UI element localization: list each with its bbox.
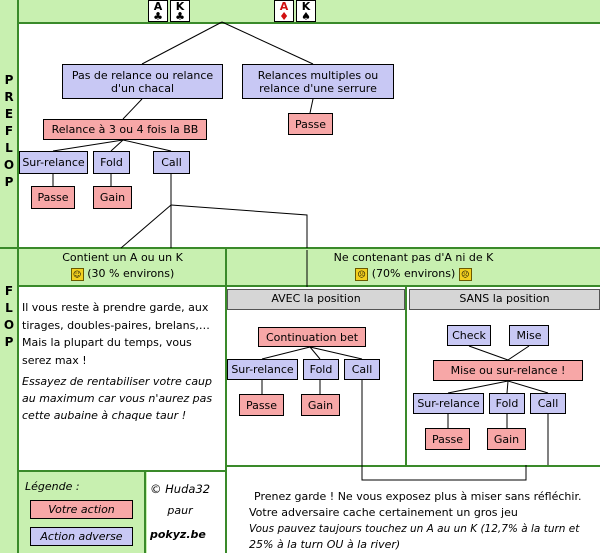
- worried-smiley-icon: ☹: [458, 267, 472, 281]
- warning-line-4: 25% à la turn OU à la river): [249, 538, 401, 551]
- card-rank: K: [301, 0, 311, 13]
- card-suit: ♣: [153, 10, 163, 23]
- position-split: [405, 287, 407, 467]
- card-king-clubs: K ♣: [170, 0, 190, 22]
- card-rank: K: [175, 0, 185, 13]
- contains-pct: (30 % environs): [87, 267, 175, 280]
- node-multiple-raises: Relances multiples ou relance d'une serr…: [242, 64, 394, 99]
- card-suit: ♣: [175, 10, 185, 23]
- node-raise-3-4-bb: Relance à 3 ou 4 fois la BB: [43, 119, 207, 140]
- section-letter: L: [5, 141, 13, 155]
- contains-title: Contient un A ou un K: [62, 251, 183, 264]
- contains-pct-row: ☺ (30 % environs): [19, 266, 226, 282]
- card-king-spades: K ♠: [296, 0, 316, 22]
- node-flop-gain: Gain: [301, 394, 340, 416]
- node-flop2-reraise: Sur-relance: [413, 393, 484, 414]
- section-letter: P: [4, 335, 14, 349]
- node-fold: Fold: [93, 151, 130, 174]
- bottom-divider: [227, 465, 600, 467]
- card-suit: ♦: [279, 10, 289, 23]
- node-pass-right: Passe: [288, 113, 333, 135]
- node-reraise: Sur-relance: [19, 151, 88, 174]
- section-letter: O: [3, 158, 15, 172]
- not-pct: (70% environs): [371, 267, 456, 280]
- credit-site: pokyz.be: [150, 528, 206, 541]
- node-flop2-pass: Passe: [425, 428, 470, 450]
- flop-header-right: [227, 249, 600, 285]
- node-flop-reraise: Sur-relance: [227, 359, 298, 380]
- without-position-header: SANS la position: [409, 289, 600, 310]
- credit-author: © Huda32: [150, 482, 211, 496]
- section-border: [17, 0, 19, 553]
- section-letter: E: [4, 107, 14, 121]
- node-flop2-gain: Gain: [487, 428, 526, 450]
- worried-smiley-icon: ☹: [355, 267, 369, 281]
- node-gain: Gain: [93, 186, 132, 209]
- contains-tip: Essayez de rentabiliser votre caup au ma…: [22, 375, 213, 422]
- section-letter: F: [4, 284, 14, 298]
- node-bet: Mise: [509, 325, 549, 346]
- node-flop2-call: Call: [530, 393, 566, 414]
- smiley-icon: ☺: [70, 267, 84, 281]
- flop-header-border: [19, 285, 600, 287]
- warning-line-3: Vous pauvez taujours touchez un A au un …: [249, 523, 580, 535]
- node-flop-pass: Passe: [239, 394, 284, 416]
- flop-header-left: [19, 249, 226, 285]
- legend-opponent-action: Action adverse: [30, 527, 133, 546]
- not-title: Ne contenant pas d'A ni de K: [333, 251, 494, 264]
- section-letter: O: [3, 318, 15, 332]
- node-continuation-bet: Continuation bet: [258, 327, 366, 347]
- with-position-header: AVEC la position: [227, 289, 405, 310]
- card-ace-diamonds: A ♦: [274, 0, 294, 22]
- card-rank: A: [279, 0, 289, 13]
- legend-divider: [19, 470, 227, 472]
- node-check: Check: [447, 325, 491, 346]
- card-ace-clubs: A ♣: [148, 0, 168, 22]
- legend-credit-split: [144, 472, 146, 553]
- legend-title: Légende :: [25, 480, 80, 493]
- top-bar-border: [19, 22, 600, 24]
- preflop-flop-divider: [0, 247, 600, 249]
- warning-line-2: Votre adversaire cache certainement un g…: [249, 506, 518, 519]
- node-pass: Passe: [31, 186, 75, 209]
- section-letter: F: [4, 124, 14, 138]
- not-pct-row: ☹ (70% environs) ☹: [227, 266, 600, 282]
- section-letter: P: [4, 175, 14, 189]
- node-bet-or-reraise: Mise ou sur-relance !: [433, 360, 583, 381]
- node-no-raise: Pas de relance ou relance d'un chacal: [62, 64, 223, 99]
- node-flop-fold: Fold: [303, 359, 339, 380]
- node-flop-call: Call: [344, 359, 380, 380]
- node-flop2-fold: Fold: [489, 393, 525, 414]
- warning-line-1: Prenez garde ! Ne vous exposez plus à mi…: [254, 490, 582, 503]
- legend-own-action: Votre action: [30, 500, 133, 519]
- section-letter: L: [5, 301, 13, 315]
- credit-pour: paur: [167, 504, 193, 517]
- section-letter: R: [4, 90, 14, 104]
- card-rank: A: [153, 0, 163, 13]
- node-call: Call: [153, 151, 190, 174]
- card-suit: ♠: [301, 10, 311, 23]
- flop-header-split: [225, 249, 227, 553]
- section-label-column: [0, 0, 17, 553]
- section-letter: P: [4, 73, 14, 87]
- contains-advice: Il vous reste à prendre garde, aux tirag…: [22, 301, 210, 367]
